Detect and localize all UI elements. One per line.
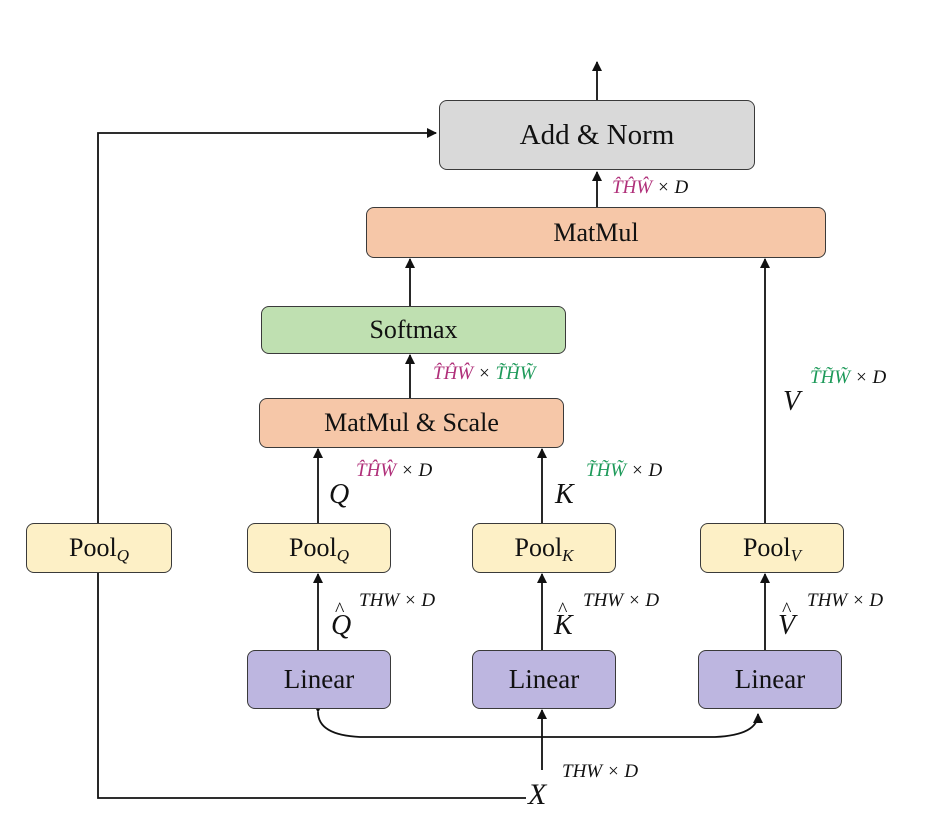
hat-dims: T̂ĤŴ bbox=[433, 363, 474, 384]
linear-label: Linear bbox=[734, 664, 806, 694]
matmul-scale-box: MatMul & Scale bbox=[259, 398, 564, 448]
q-hat-dims: THW × D bbox=[359, 590, 436, 611]
pool-q-subscript: Q bbox=[116, 546, 129, 565]
times-d: × D bbox=[850, 367, 887, 388]
q-var: Q bbox=[329, 479, 350, 510]
add-norm-label: Add & Norm bbox=[519, 118, 675, 151]
pool-label: Pool bbox=[742, 533, 791, 562]
pool-label: Pool bbox=[289, 533, 337, 562]
q-hat-letter: Q bbox=[331, 610, 352, 641]
times-d: × D bbox=[396, 460, 433, 481]
hat-accent-icon: ^ bbox=[335, 599, 345, 621]
linear-v-box: Linear bbox=[698, 650, 842, 709]
residual-path-top bbox=[97, 128, 437, 523]
q-dims: T̂ĤŴ × D bbox=[356, 461, 432, 480]
k-var: K bbox=[555, 479, 574, 510]
pool-k-subscript: K bbox=[562, 546, 574, 565]
linear-k-box: Linear bbox=[472, 650, 616, 709]
linear-label: Linear bbox=[508, 664, 580, 694]
tilde-dims: T̃H̃W̃ bbox=[586, 460, 627, 481]
residual-path-bottom bbox=[97, 573, 526, 799]
times-d: × D bbox=[626, 460, 663, 481]
matmul-scale-label: MatMul & Scale bbox=[324, 408, 499, 437]
linear-label: Linear bbox=[283, 664, 355, 694]
v-hat-var: ^V bbox=[778, 600, 796, 641]
hat-accent-icon: ^ bbox=[558, 599, 568, 621]
k-hat-letter: K bbox=[554, 610, 573, 641]
matmul-label: MatMul bbox=[553, 217, 639, 247]
v-var: V bbox=[783, 386, 801, 417]
times-d: × D bbox=[652, 177, 689, 198]
q-hat-var: ^Q bbox=[331, 600, 352, 641]
linear-q-box: Linear bbox=[247, 650, 391, 709]
tilde-dims: T̃H̃W̃ bbox=[495, 363, 536, 384]
k-hat-dims: THW × D bbox=[583, 590, 660, 611]
pool-q-subscript: Q bbox=[336, 546, 349, 565]
input-fanout-curve bbox=[312, 702, 763, 738]
k-hat-var: ^K bbox=[554, 600, 573, 641]
v-hat-letter: V bbox=[778, 610, 796, 641]
v-dims: T̃H̃W̃ × D bbox=[810, 368, 886, 387]
add-norm-box: Add & Norm bbox=[439, 100, 755, 170]
hat-accent-icon: ^ bbox=[782, 599, 792, 621]
hat-dims: T̂ĤŴ bbox=[612, 177, 653, 198]
times: × bbox=[473, 363, 496, 384]
softmax-label: Softmax bbox=[369, 315, 458, 344]
softmax-box: Softmax bbox=[261, 306, 566, 354]
matmul-box: MatMul bbox=[366, 207, 826, 258]
matmul-output-dims: T̂ĤŴ × D bbox=[612, 178, 688, 197]
pool-v-subscript: V bbox=[790, 546, 802, 565]
k-dims: T̃H̃W̃ × D bbox=[586, 461, 662, 480]
input-x-var: X bbox=[528, 778, 547, 811]
hat-dims: T̂ĤŴ bbox=[356, 460, 397, 481]
v-hat-dims: THW × D bbox=[807, 590, 884, 611]
tilde-dims: T̃H̃W̃ bbox=[810, 367, 851, 388]
pool-label: Pool bbox=[514, 533, 563, 562]
input-x-dims: THW × D bbox=[562, 761, 639, 782]
attention-dims: T̂ĤŴ × T̃H̃W̃ bbox=[433, 364, 536, 383]
pool-label: Pool bbox=[69, 533, 117, 562]
